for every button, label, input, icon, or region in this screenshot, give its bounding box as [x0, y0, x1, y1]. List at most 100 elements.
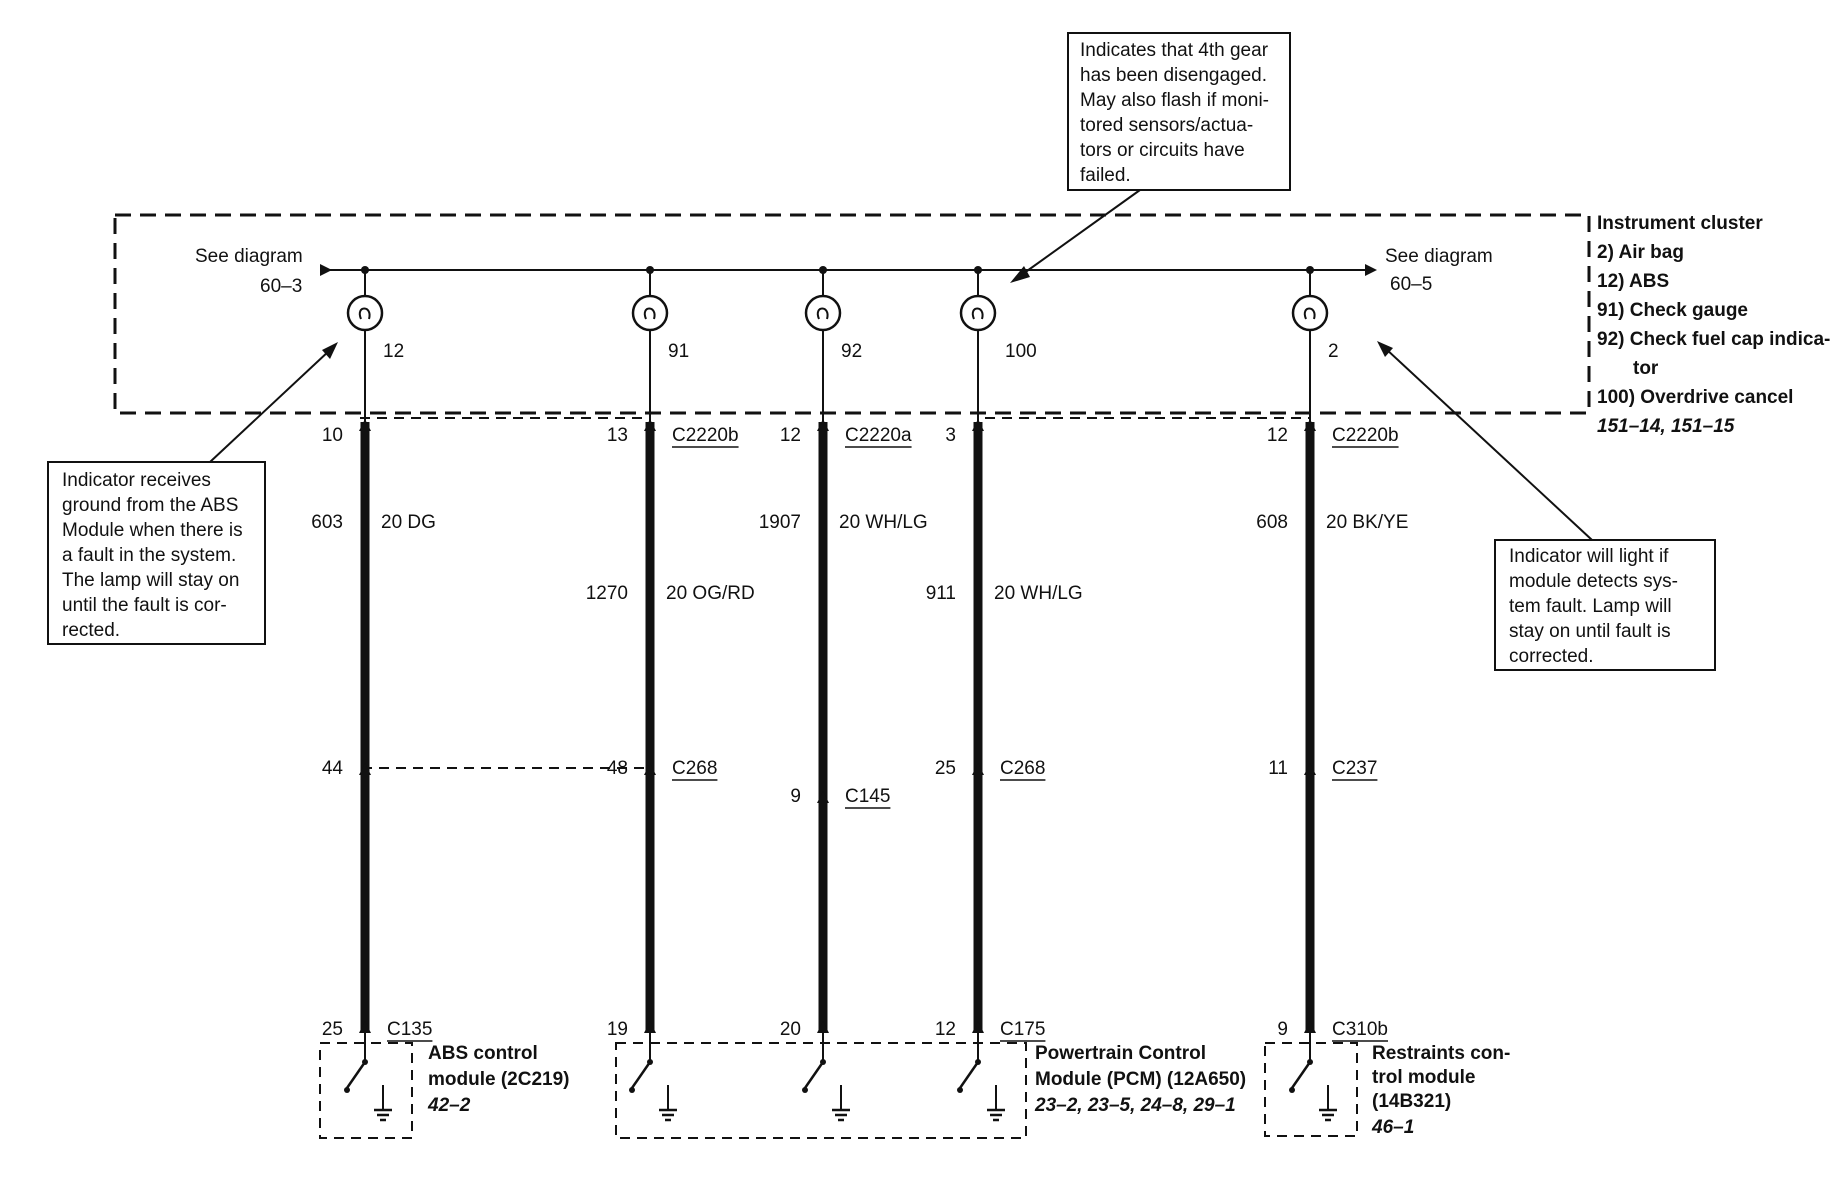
abs-module-outline: [319, 1042, 413, 1139]
wire-color: 20 OG/RD: [666, 583, 755, 604]
wire-color: 20 WH/LG: [994, 583, 1083, 604]
wire-color: 20 BK/YE: [1326, 512, 1408, 533]
callout-left-line: Module when there is: [62, 520, 243, 541]
switch-contact-icon: [344, 1087, 350, 1093]
connector-mid-arrow: [1304, 763, 1316, 775]
see-diagram-left-2: 60–3: [260, 276, 302, 297]
callout-top-line: failed.: [1080, 165, 1131, 186]
callout-right-box: [1494, 539, 1716, 671]
circuit-number: 603: [311, 512, 343, 533]
pcm-module-name-2: Module (PCM) (12A650): [1035, 1069, 1246, 1090]
abs-module-name-2: module (2C219): [428, 1069, 569, 1090]
connector-bottom-arrow: [817, 1021, 829, 1033]
lamp-filament-icon: [358, 307, 371, 320]
callout-left-line: Indicator receives: [62, 470, 211, 491]
callout-left-line: until the fault is cor-: [62, 595, 227, 616]
lamp-pin-label: 100: [1005, 341, 1037, 362]
connector-top-pin: 10: [322, 425, 343, 446]
connector-top-name: C2220a: [845, 425, 912, 446]
callout-right-line: Indicator will light if: [1509, 546, 1669, 567]
lamp-bulb-icon: [804, 294, 842, 332]
connector-bottom-pin: 9: [1277, 1019, 1288, 1040]
lamp-bulb-icon: [631, 294, 669, 332]
callout-right-line: stay on until fault is: [1509, 621, 1671, 642]
switch-contact-icon: [957, 1087, 963, 1093]
lamp-filament-icon: [816, 307, 829, 320]
connector-mid-pin: 48: [607, 758, 628, 779]
rcm-module-ref: 46–1: [1371, 1117, 1414, 1138]
callout-right-arrowhead: [1377, 341, 1393, 357]
connector-bottom-arrow: [972, 1021, 984, 1033]
rcm-module-outline: [1264, 1042, 1358, 1137]
connector-top-pin: 3: [945, 425, 956, 446]
circuit-number: 911: [926, 583, 956, 604]
pcm-module-name-1: Powertrain Control: [1035, 1043, 1206, 1064]
instrument-cluster-outline: [113, 213, 1591, 415]
connector-top-name: C2220b: [1332, 425, 1399, 446]
switch-blade-icon: [958, 1061, 980, 1089]
connector-mid-pin: 9: [790, 786, 801, 807]
lamp-bulb-icon: [346, 294, 384, 332]
cluster-refs: 151–14, 151–15: [1597, 416, 1735, 437]
connector-bottom-name: C175: [1000, 1019, 1045, 1040]
connector-mid-name: C268: [1000, 758, 1045, 779]
connector-bottom-name: C135: [387, 1019, 432, 1040]
callout-top-line: tors or circuits have: [1080, 140, 1245, 161]
lamp-pin-label: 92: [841, 341, 862, 362]
bus-left-arrow: [320, 264, 332, 276]
connector-bottom-name: C310b: [1332, 1019, 1388, 1040]
lamp-circuit-check-gauge: 91 13 C2220b 1270 20 OG/RD 48 C268 19: [586, 266, 755, 1122]
callout-top-line: tored sensors/actua-: [1080, 115, 1253, 136]
see-diagram-right-2: 60–5: [1390, 274, 1432, 295]
callout-left-leader: [209, 349, 331, 463]
switch-blade-icon: [803, 1061, 825, 1089]
lamp-filament-icon: [971, 307, 984, 320]
connector-mid-arrow: [644, 763, 656, 775]
connector-mid-name: C268: [672, 758, 717, 779]
connector-top-arrow: [1304, 419, 1316, 431]
see-diagram-left-1: See diagram: [195, 246, 303, 267]
callout-left-line: The lamp will stay on: [62, 570, 239, 591]
wire-color: 20 WH/LG: [839, 512, 928, 533]
circuit-number: 1270: [586, 583, 628, 604]
switch-contact-icon: [629, 1087, 635, 1093]
switch-blade-icon: [345, 1061, 367, 1089]
cluster-item: 91) Check gauge: [1597, 300, 1748, 321]
pcm-module-ref: 23–2, 23–5, 24–8, 29–1: [1034, 1095, 1236, 1116]
cluster-title: Instrument cluster: [1597, 213, 1763, 234]
connector-top-pin: 13: [607, 425, 628, 446]
callout-left-line: ground from the ABS: [62, 495, 238, 516]
connector-mid-arrow: [972, 763, 984, 775]
connector-mid-arrow: [817, 791, 829, 803]
connector-bottom-arrow: [644, 1021, 656, 1033]
connector-top-arrow: [644, 419, 656, 431]
lamp-bulb-icon: [959, 294, 997, 332]
connector-bottom-pin: 19: [607, 1019, 628, 1040]
callout-top-line: has been disengaged.: [1080, 65, 1267, 86]
lamp-pin-label: 91: [668, 341, 689, 362]
lamp-pin-label: 2: [1328, 341, 1339, 362]
callout-left-arrowhead: [322, 342, 338, 359]
callout-left-box: [47, 461, 266, 645]
abs-module-ref: 42–2: [427, 1095, 471, 1116]
cluster-item: 100) Overdrive cancel: [1597, 387, 1793, 408]
callout-right-line: tem fault. Lamp will: [1509, 596, 1672, 617]
connector-top-arrow: [817, 419, 829, 431]
abs-module-name-1: ABS control: [428, 1043, 538, 1064]
connector-top-name: C2220b: [672, 425, 739, 446]
connector-bottom-pin: 12: [935, 1019, 956, 1040]
connector-bottom-pin: 20: [780, 1019, 801, 1040]
pcm-module-outline: [615, 1042, 1027, 1139]
lamp-filament-icon: [643, 307, 656, 320]
callout-right-line: corrected.: [1509, 646, 1593, 667]
callout-left-line: rected.: [62, 620, 120, 641]
callout-top-box: [1067, 32, 1291, 191]
callout-right-leader: [1384, 347, 1593, 541]
rcm-module-name-2: trol module: [1372, 1067, 1475, 1088]
connector-bottom-pin: 25: [322, 1019, 343, 1040]
connector-top-arrow: [972, 419, 984, 431]
connector-mid-pin: 44: [322, 758, 344, 779]
